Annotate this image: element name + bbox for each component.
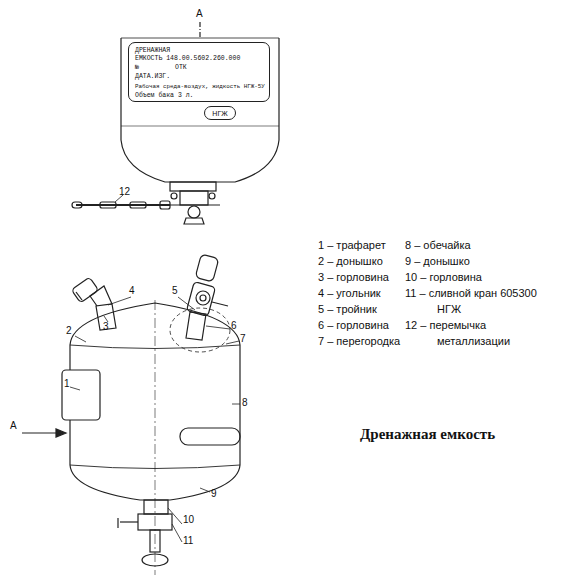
- callout-number: 6: [231, 320, 237, 332]
- callout-number: 3: [103, 321, 109, 333]
- partition-outline: [170, 308, 230, 352]
- leader-lines: [70, 297, 240, 542]
- legend-item: 8 – обечайка: [405, 237, 471, 253]
- callout-number: 12: [119, 186, 130, 198]
- tank-section: [62, 300, 240, 575]
- callout-number: 2: [66, 325, 72, 337]
- plate-text: Объем бака 3 л.: [135, 92, 194, 99]
- bonding-strip: [72, 195, 170, 209]
- diagram-title: Дренажная емкость: [360, 426, 495, 443]
- axis-line: [199, 22, 200, 38]
- plate-text: ЕМКОСТЬ 148.00.5602.260.000: [135, 55, 240, 62]
- fluid-mark: НГЖ: [204, 106, 236, 120]
- legend-item: 5 – тройник: [318, 301, 377, 317]
- mark-text: НГЖ: [212, 110, 227, 117]
- plate-text: ДРЕНАЖНАЯ: [135, 47, 170, 54]
- callout-number: 10: [183, 514, 194, 526]
- plate-text: ДАТА.ИЗГ.: [135, 73, 170, 80]
- legend-item: 10 – горловина: [405, 269, 482, 285]
- callout-number: 4: [129, 285, 135, 297]
- callout-number: 7: [240, 333, 246, 345]
- callout-letter: А: [196, 8, 203, 20]
- legend-item: 4 – угольник: [318, 285, 381, 301]
- callout-number: 8: [242, 397, 248, 409]
- tee-fitting: [186, 254, 228, 340]
- view-arrow: [22, 429, 66, 437]
- callout-number: 1: [64, 378, 70, 390]
- callout-number: 9: [211, 488, 217, 500]
- legend-item: 3 – горловина: [318, 269, 389, 285]
- drain-valve: [118, 500, 172, 566]
- plate-text: №: [135, 64, 139, 71]
- elbow-fitting: [71, 277, 116, 330]
- callout-letter: А: [10, 420, 17, 432]
- drain-fitting: [165, 182, 220, 224]
- legend-item: 11 – сливной кран 605300 НГЖ: [405, 285, 537, 317]
- plate-text: Рабочая среда-воздух, жидкость НГЖ-5У: [135, 84, 265, 90]
- legend-item: 2 – донышко: [318, 253, 383, 269]
- legend-item: 12 – перемычка металлизации: [405, 317, 521, 349]
- legend-item: 6 – горловина: [318, 317, 389, 333]
- legend-item: 1 – трафарет: [318, 237, 386, 253]
- plate-text: ОТК: [175, 64, 187, 71]
- tank-body: [121, 38, 279, 182]
- legend-item: 9 – донышко: [405, 253, 470, 269]
- legend-item: 7 – перегородка: [318, 333, 400, 349]
- callout-number: 5: [172, 285, 178, 297]
- stencil-plate: ДРЕНАЖНАЯЕМКОСТЬ 148.00.5602.260.000 № ОТК…: [128, 42, 270, 102]
- callout-number: 11: [183, 535, 193, 547]
